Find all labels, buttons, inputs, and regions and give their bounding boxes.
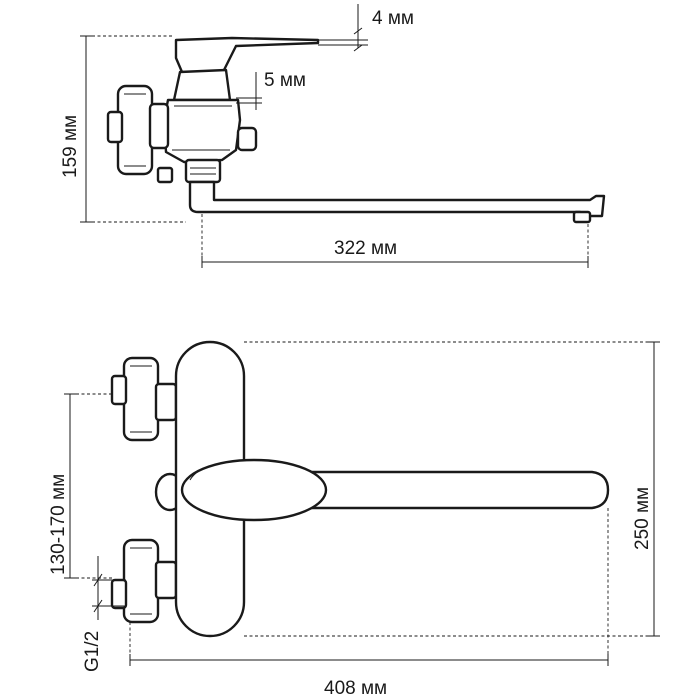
side-spout-swivel [184, 158, 222, 184]
side-mixer-body [162, 98, 242, 164]
dim-spout-reach: 322 мм [334, 238, 397, 259]
side-long-spout [188, 180, 606, 218]
dim-side-height: 159 мм [60, 115, 81, 178]
dim-inlet-spacing: 130-170 мм [48, 474, 69, 575]
dim-total-width: 408 мм [324, 678, 387, 699]
front-lower-eccentric [122, 538, 160, 624]
side-handle-cap [172, 68, 232, 102]
side-aerator [572, 210, 592, 224]
side-diverter-knob [236, 126, 258, 152]
dim-handle-gap: 4 мм [372, 8, 414, 29]
side-view: 4 мм 5 мм 159 мм 322 мм [60, 4, 606, 268]
side-lever-handle [174, 36, 320, 76]
dim-thread: G1/2 [82, 631, 103, 672]
dim-spout-gap: 5 мм [264, 70, 306, 91]
dim-total-height: 250 мм [632, 487, 653, 550]
front-lever-handle [180, 458, 328, 522]
front-upper-eccentric [122, 356, 160, 442]
front-view: 130-170 мм G1/2 250 мм 408 мм [48, 340, 660, 699]
front-long-spout [298, 470, 610, 510]
